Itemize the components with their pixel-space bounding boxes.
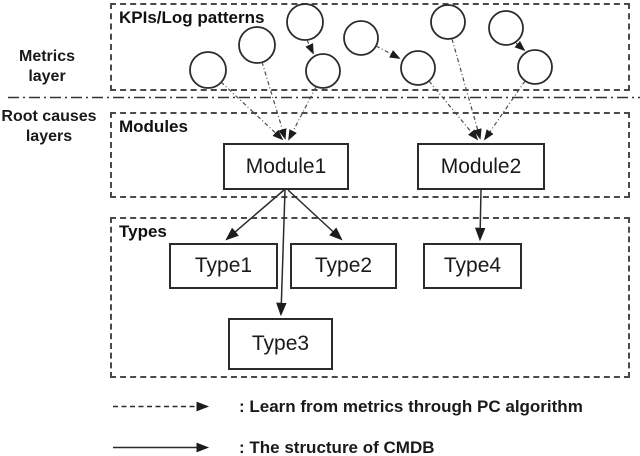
modules-layer-box: Modules bbox=[110, 112, 630, 198]
legend-dashed-arrow bbox=[113, 401, 210, 412]
legend-solid-label: : The structure of CMDB bbox=[239, 438, 435, 456]
kpi-layer-title: KPIs/Log patterns bbox=[119, 8, 265, 27]
type2-node: Type2 bbox=[290, 243, 397, 289]
root-causes-layers-label: Root causes layers bbox=[0, 107, 98, 147]
metrics-layer-label-line2: layer bbox=[28, 68, 66, 85]
type3-label: Type3 bbox=[251, 332, 310, 355]
type3-node: Type3 bbox=[228, 318, 333, 370]
modules-layer-title: Modules bbox=[119, 117, 188, 136]
module1-label: Module1 bbox=[245, 154, 327, 178]
type2-label: Type2 bbox=[314, 254, 373, 277]
types-layer-box: Types bbox=[110, 217, 630, 378]
legend-solid-arrow bbox=[113, 442, 210, 453]
kpi-layer-box: KPIs/Log patterns bbox=[110, 3, 630, 91]
type1-node: Type1 bbox=[169, 243, 278, 289]
type4-node: Type4 bbox=[423, 243, 522, 289]
legend-dashed-label: : Learn from metrics through PC algorith… bbox=[239, 397, 583, 416]
metrics-layer-label: Metrics layer bbox=[0, 47, 94, 87]
types-layer-title: Types bbox=[119, 222, 167, 241]
type4-label: Type4 bbox=[443, 254, 502, 277]
root-causes-label-line1: Root causes bbox=[1, 108, 97, 125]
type1-label: Type1 bbox=[194, 254, 253, 277]
module1-node: Module1 bbox=[223, 143, 349, 190]
metrics-layer-label-line1: Metrics bbox=[18, 48, 76, 65]
root-causes-label-line2: layers bbox=[25, 128, 73, 145]
module2-node: Module2 bbox=[417, 143, 545, 190]
module2-label: Module2 bbox=[440, 154, 522, 178]
